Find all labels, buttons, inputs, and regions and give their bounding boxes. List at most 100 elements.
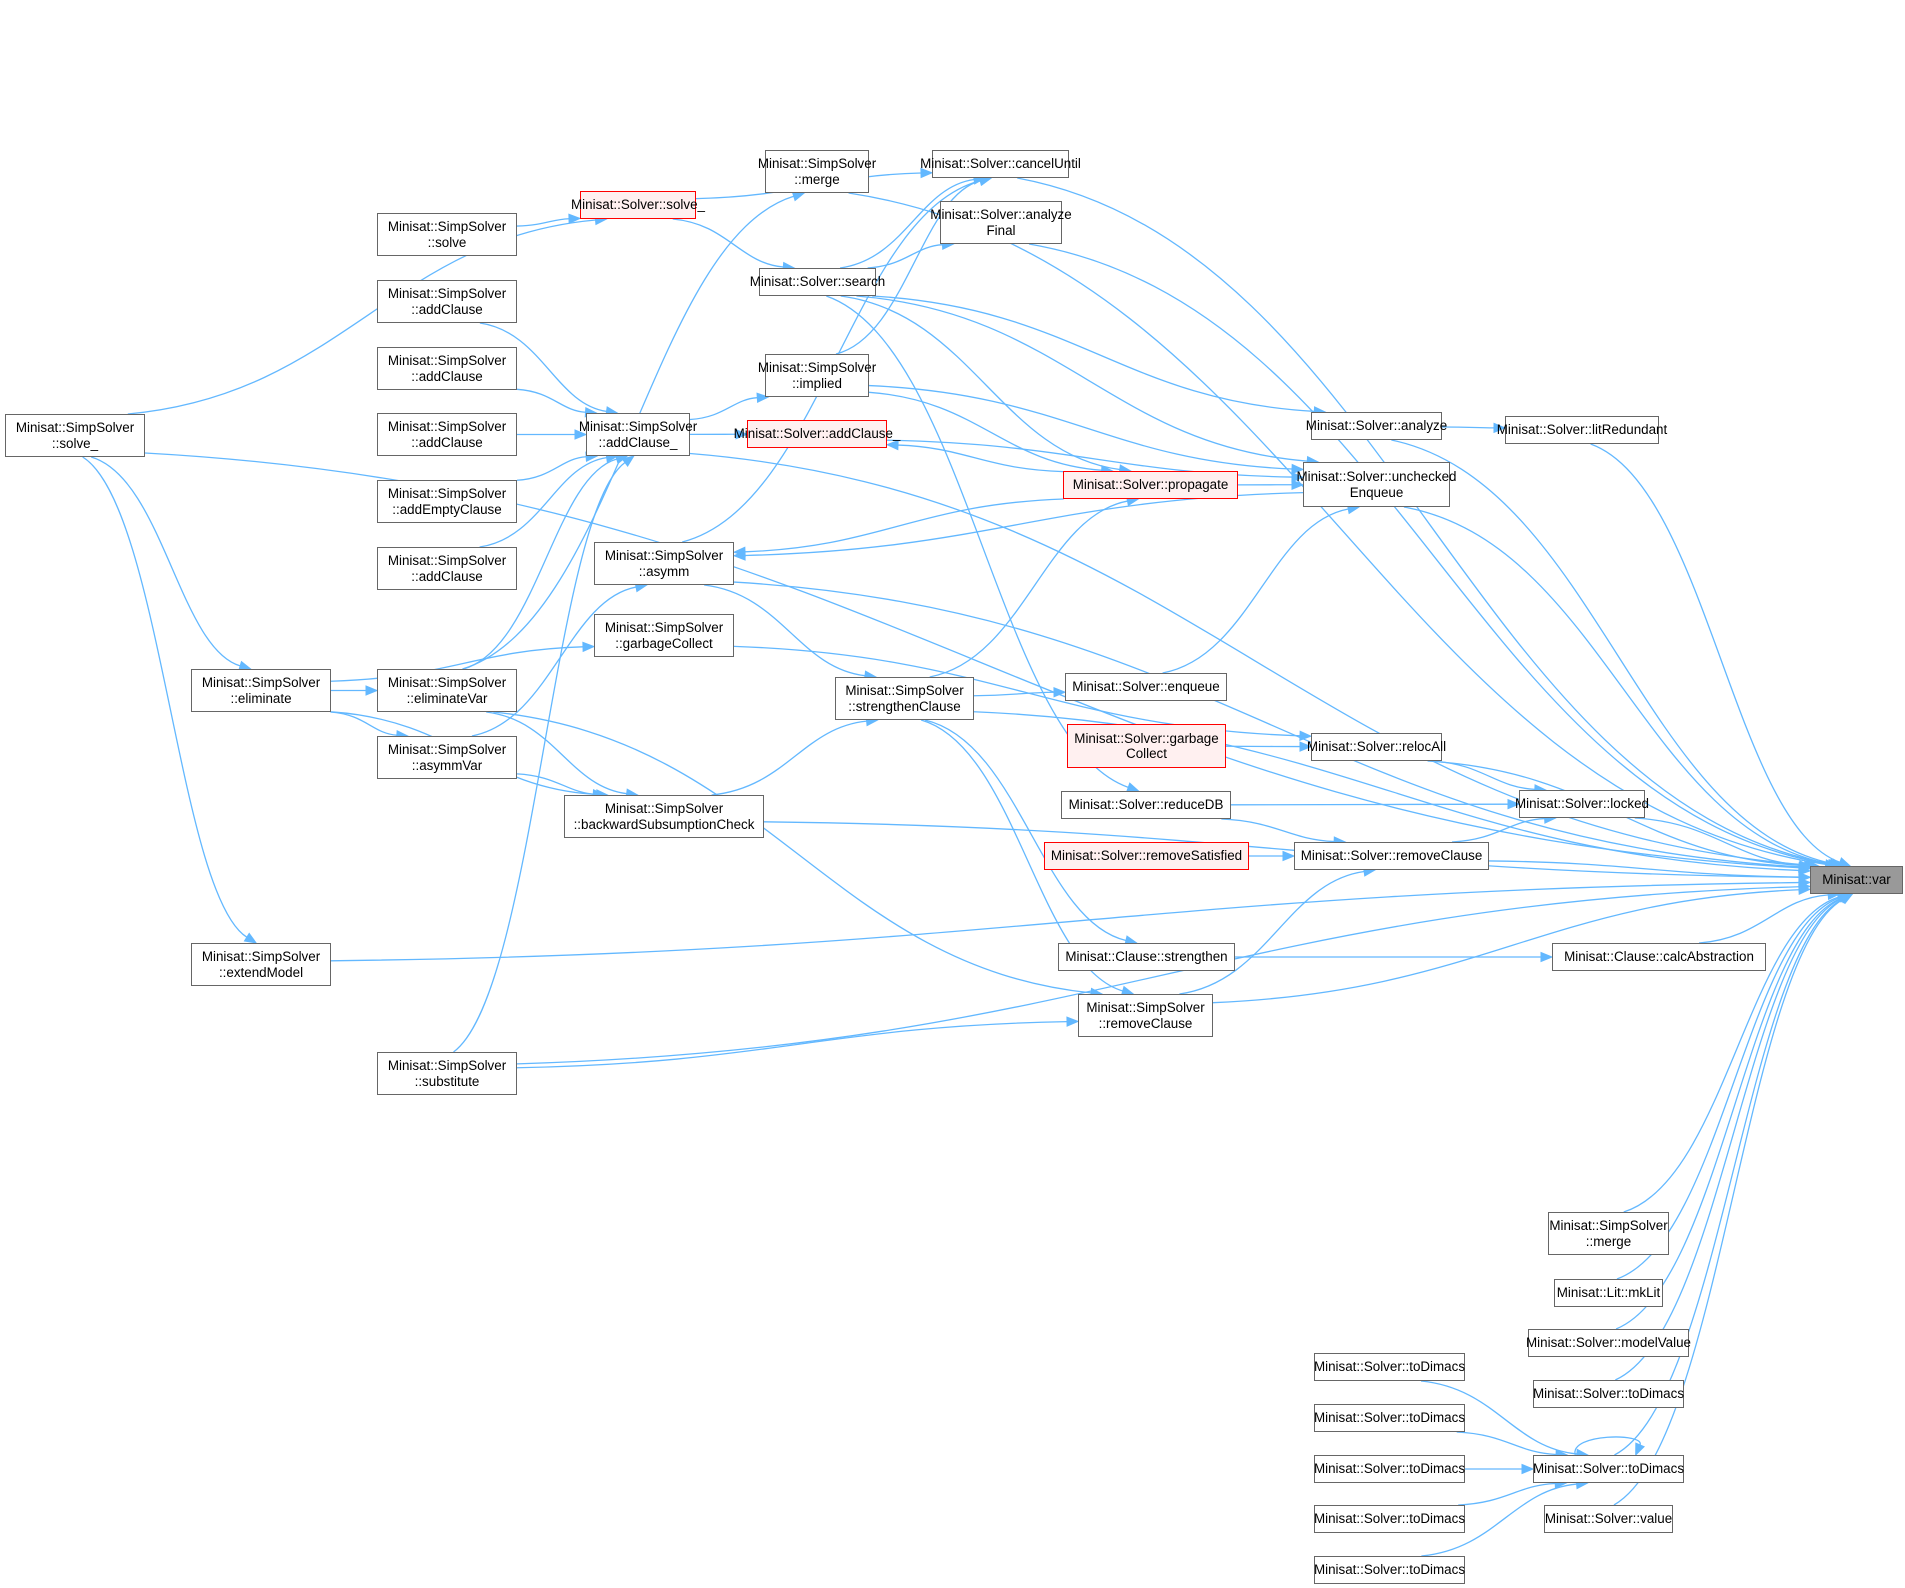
edge-simp_solve_-to-simp_eliminate bbox=[90, 456, 241, 667]
edge-arrowhead bbox=[1635, 1442, 1645, 1457]
edge-solver_toDimacs_hub-to-solver_toDimacs_hub bbox=[1574, 1436, 1641, 1456]
edge-arrowhead bbox=[1839, 893, 1853, 904]
node-solver-enqueue[interactable]: Minisat::Solver::enqueue bbox=[1065, 673, 1227, 701]
node-simpsolver-addclause[interactable]: Minisat::SimpSolver::addClause bbox=[377, 547, 517, 590]
node-simpsolver-garbagecollect[interactable]: Minisat::SimpSolver::garbageCollect bbox=[594, 614, 734, 657]
node-label-line: ::addClause bbox=[411, 301, 483, 317]
node-solver-solve-underscore[interactable]: Minisat::Solver::solve_ bbox=[571, 191, 705, 219]
node-label-line: Minisat::Solver::modelValue bbox=[1526, 1335, 1691, 1351]
edge-solver_toDimacs_l2-to-solver_toDimacs_hub bbox=[1456, 1431, 1557, 1456]
node-var-focus: Minisat::var bbox=[1810, 866, 1903, 894]
node-solver-todimacs[interactable]: Minisat::Solver::toDimacs bbox=[1314, 1353, 1465, 1381]
node-solver-todimacs[interactable]: Minisat::Solver::toDimacs bbox=[1314, 1556, 1465, 1584]
edge-arrowhead bbox=[1798, 881, 1812, 892]
edge-arrowhead bbox=[1839, 893, 1854, 905]
node-clause-calcabstraction[interactable]: Minisat::Clause::calcAbstraction bbox=[1552, 943, 1766, 971]
node-solver-todimacs[interactable]: Minisat::Solver::toDimacs bbox=[1314, 1505, 1465, 1533]
edge-clause_calcAbstraction-to-var bbox=[1698, 894, 1829, 944]
node-label-line: Minisat::SimpSolver bbox=[578, 419, 698, 434]
node-simpsolver-eliminatevar[interactable]: Minisat::SimpSolver::eliminateVar bbox=[377, 669, 517, 712]
node-label-line: Minisat::Solver::toDimacs bbox=[1313, 1562, 1466, 1578]
node-solver-reducedb[interactable]: Minisat::Solver::reduceDB bbox=[1061, 791, 1231, 819]
node-simpsolver-solve-underscore[interactable]: Minisat::SimpSolver::solve_ bbox=[5, 414, 145, 457]
node-simpsolver-substitute[interactable]: Minisat::SimpSolver::substitute bbox=[377, 1052, 517, 1095]
node-solver-relocall[interactable]: Minisat::Solver::relocAll bbox=[1307, 733, 1446, 761]
edge-simp_implied-to-solver_uncheckedEnqueue bbox=[868, 384, 1293, 470]
node-label-line: Minisat::Solver::toDimacs bbox=[1313, 1511, 1466, 1527]
node-simpsolver-addclause-underscore[interactable]: Minisat::SimpSolver::addClause_ bbox=[579, 413, 697, 456]
node-solver-search[interactable]: Minisat::Solver::search bbox=[750, 268, 885, 296]
node-simpsolver-addclause[interactable]: Minisat::SimpSolver::addClause bbox=[377, 347, 517, 390]
edge-solver_removeClause-to-solver_locked bbox=[1451, 817, 1545, 843]
edge-simp_strengthenClause-to-solver_propagate bbox=[929, 500, 1128, 678]
edge-arrowhead bbox=[1053, 687, 1067, 698]
node-label-line: Minisat::SimpSolver bbox=[15, 420, 135, 435]
edge-arrowhead bbox=[1837, 893, 1852, 903]
node-label-line: ::asymm bbox=[638, 563, 690, 579]
node-simpsolver-addclause[interactable]: Minisat::SimpSolver::addClause bbox=[377, 413, 517, 456]
edge-simp_backwardSubsumptionCheck-to-var bbox=[763, 821, 1800, 878]
edge-arrowhead bbox=[1838, 893, 1853, 904]
node-solver-modelvalue[interactable]: Minisat::Solver::modelValue bbox=[1526, 1329, 1691, 1357]
node-label-line: ::removeClause bbox=[1098, 1015, 1193, 1031]
edge-solver_propagate-to-solver_addClause_ bbox=[897, 444, 1064, 473]
node-clause-strengthen[interactable]: Minisat::Clause::strengthen bbox=[1058, 943, 1235, 971]
node-label-line: Minisat::SimpSolver bbox=[1549, 1218, 1668, 1233]
node-lit-mklit[interactable]: Minisat::Lit::mkLit bbox=[1554, 1279, 1663, 1307]
node-solver-todimacs[interactable]: Minisat::Solver::toDimacs bbox=[1314, 1404, 1465, 1432]
node-label-line: Minisat::Solver::search bbox=[749, 274, 886, 290]
node-solver-canceluntil[interactable]: Minisat::Solver::cancelUntil bbox=[920, 150, 1081, 178]
edge-arrowhead bbox=[732, 550, 746, 561]
edge-simp_asymmVar-to-simp_backwardSubsumptionCheck bbox=[516, 773, 597, 796]
node-label-line: Minisat::Solver::propagate bbox=[1072, 477, 1229, 493]
edge-arrowhead bbox=[1798, 865, 1812, 876]
node-label-line: Minisat::Solver::unchecked bbox=[1296, 469, 1457, 484]
node-simpsolver-asymm[interactable]: Minisat::SimpSolver::asymm bbox=[594, 542, 734, 585]
node-solver-todimacs[interactable]: Minisat::Solver::toDimacs bbox=[1533, 1380, 1684, 1408]
edge-simp_addEmptyClause-to-simp_addClause_ bbox=[516, 456, 587, 481]
edge-simp_implied-to-solver_propagate bbox=[868, 391, 1102, 471]
node-solver-litredundant[interactable]: Minisat::Solver::litRedundant bbox=[1497, 416, 1667, 444]
node-solver-value[interactable]: Minisat::Solver::value bbox=[1544, 1505, 1673, 1533]
node-label-line: Minisat::Solver::toDimacs bbox=[1532, 1461, 1685, 1477]
node-label-line: ::addClause bbox=[411, 434, 483, 450]
node-simpsolver-addemptyclause[interactable]: Minisat::SimpSolver::addEmptyClause bbox=[377, 480, 517, 523]
edge-arrowhead bbox=[1066, 1016, 1080, 1027]
edge-arrowhead bbox=[1839, 893, 1854, 904]
edge-arrowhead bbox=[243, 932, 258, 944]
node-simpsolver-addclause[interactable]: Minisat::SimpSolver::addClause bbox=[377, 280, 517, 323]
node-simpsolver-implied[interactable]: Minisat::SimpSolver::implied bbox=[758, 354, 876, 397]
node-solver-removesatisfied[interactable]: Minisat::Solver::removeSatisfied bbox=[1044, 842, 1249, 870]
node-solver-todimacs[interactable]: Minisat::Solver::toDimacs bbox=[1314, 1455, 1465, 1483]
node-solver-locked[interactable]: Minisat::Solver::locked bbox=[1515, 790, 1649, 818]
node-label-line: Minisat::SimpSolver bbox=[387, 219, 507, 234]
node-label-line: Minisat::SimpSolver bbox=[201, 949, 321, 964]
edge-arrowhead bbox=[614, 454, 629, 465]
node-solver-propagate[interactable]: Minisat::Solver::propagate bbox=[1063, 471, 1238, 499]
node-simpsolver-asymmvar[interactable]: Minisat::SimpSolver::asymmVar bbox=[377, 736, 517, 779]
edge-solver_reduceDB-to-solver_removeClause bbox=[1221, 818, 1335, 843]
edge-arrowhead bbox=[1521, 1463, 1535, 1475]
node-solver-removeclause[interactable]: Minisat::Solver::removeClause bbox=[1294, 842, 1489, 870]
node-simpsolver-merge[interactable]: Minisat::SimpSolver::merge bbox=[1548, 1212, 1669, 1255]
node-label-line: Collect bbox=[1126, 746, 1167, 761]
node-solver-addclause-underscore[interactable]: Minisat::Solver::addClause_ bbox=[734, 420, 900, 448]
node-simpsolver-merge[interactable]: Minisat::SimpSolver::merge bbox=[758, 150, 876, 193]
node-label-line: ::solve_ bbox=[51, 435, 99, 451]
node-solver-analyze[interactable]: Minisat::Solver::analyze bbox=[1306, 412, 1447, 440]
node-label-line: ::extendModel bbox=[218, 964, 304, 980]
node-simpsolver-backwardsubsumptioncheck[interactable]: Minisat::SimpSolver::backwardSubsumption… bbox=[564, 795, 764, 838]
edge-solver_removeClause-to-var bbox=[1488, 860, 1800, 878]
node-simpsolver-extendmodel[interactable]: Minisat::SimpSolver::extendModel bbox=[191, 943, 331, 986]
node-simpsolver-eliminate[interactable]: Minisat::SimpSolver::eliminate bbox=[191, 669, 331, 712]
node-simpsolver-removeclause[interactable]: Minisat::SimpSolver::removeClause bbox=[1078, 994, 1213, 1037]
node-label-line: Minisat::Solver::solve_ bbox=[571, 197, 705, 213]
node-solver-todimacs[interactable]: Minisat::Solver::toDimacs bbox=[1533, 1455, 1684, 1483]
node-simpsolver-solve[interactable]: Minisat::SimpSolver::solve bbox=[377, 213, 517, 256]
node-label-line: Minisat::Solver::value bbox=[1544, 1511, 1673, 1527]
node-simpsolver-strengthenclause[interactable]: Minisat::SimpSolver::strengthenClause bbox=[835, 677, 974, 720]
node-label-line: ::addClause bbox=[411, 368, 483, 384]
